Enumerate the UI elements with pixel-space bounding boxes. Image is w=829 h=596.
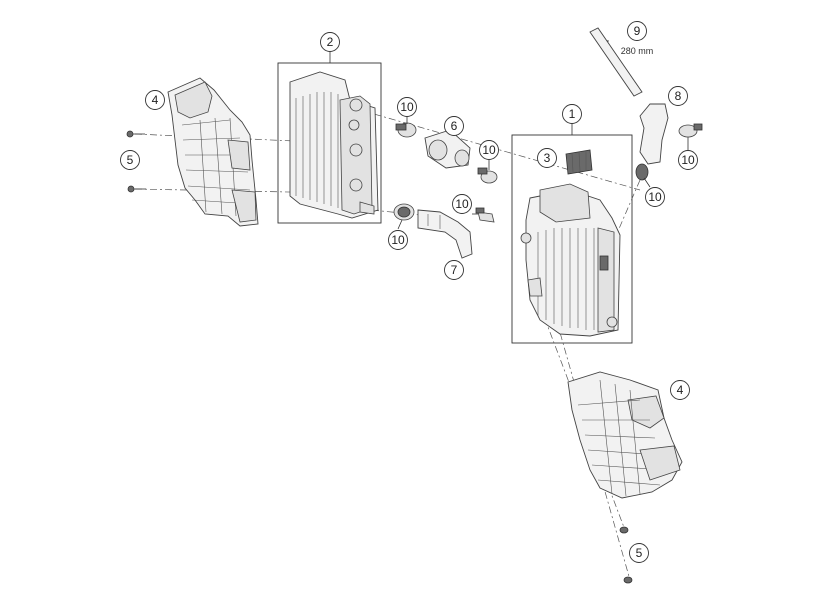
hose-length-label: 280 mm (621, 46, 654, 56)
callout-10-a: 10 (397, 97, 417, 117)
callout-10-e: 10 (678, 150, 698, 170)
hose-280mm (589, 27, 643, 97)
callout-10-e-label: 10 (681, 153, 695, 167)
callout-1: 1 (562, 104, 582, 124)
callout-1-label: 1 (569, 107, 576, 121)
callout-10-d-label: 10 (391, 233, 405, 247)
callout-10-b: 10 (479, 140, 499, 160)
callout-9: 9 280 mm (621, 21, 654, 56)
callout-10-d: 10 (388, 230, 408, 250)
callout-3-label: 3 (544, 151, 551, 165)
callout-5-left: 5 (120, 150, 140, 170)
coolant-hose-lower (417, 209, 473, 259)
callout-8: 8 (668, 86, 688, 106)
callout-2: 2 (320, 32, 340, 52)
callout-8-label: 8 (675, 89, 682, 103)
radiator-shroud-right (567, 371, 683, 499)
hose-clamp-lower-left (393, 203, 415, 221)
hose-clamp-upper-right (678, 123, 703, 138)
callout-10-c-label: 10 (455, 197, 469, 211)
callout-7-label: 7 (451, 263, 458, 277)
callout-10-a-label: 10 (400, 100, 414, 114)
callout-6-label: 6 (451, 119, 458, 133)
callout-5-left-label: 5 (127, 153, 134, 167)
radiator-cap (565, 149, 593, 175)
screw-right-lower (623, 576, 633, 584)
thermostat-housing (424, 129, 471, 169)
callout-10-c: 10 (452, 194, 472, 214)
callout-10-b-label: 10 (482, 143, 496, 157)
radiator-shroud-left (167, 77, 259, 227)
hose-clamp-upper-left (395, 122, 417, 138)
callout-6: 6 (444, 116, 464, 136)
leader-lines (329, 40, 689, 230)
screw-right-upper (619, 526, 629, 534)
group-box-radiator-left (277, 62, 382, 224)
callout-9-label: 9 (634, 24, 641, 38)
screw-left-lower (127, 185, 146, 193)
callout-2-label: 2 (327, 35, 334, 49)
coolant-hose-upper-right (639, 103, 669, 165)
callout-5-right: 5 (629, 543, 649, 563)
callout-4-right-label: 4 (677, 383, 684, 397)
hose-clamp-lower-right (475, 207, 495, 223)
hose-clamp-middle (477, 167, 498, 184)
callout-4-left-label: 4 (152, 93, 159, 107)
callout-3: 3 (537, 148, 557, 168)
hose-clamp-right-middle (635, 163, 649, 181)
radiator-right (520, 183, 621, 337)
screw-left-upper (126, 130, 145, 138)
callout-10-f-label: 10 (648, 190, 662, 204)
callout-5-right-label: 5 (636, 546, 643, 560)
callout-4-left: 4 (145, 90, 165, 110)
radiator-left (289, 71, 379, 219)
callout-4-right: 4 (670, 380, 690, 400)
callout-10-f: 10 (645, 187, 665, 207)
callout-7: 7 (444, 260, 464, 280)
